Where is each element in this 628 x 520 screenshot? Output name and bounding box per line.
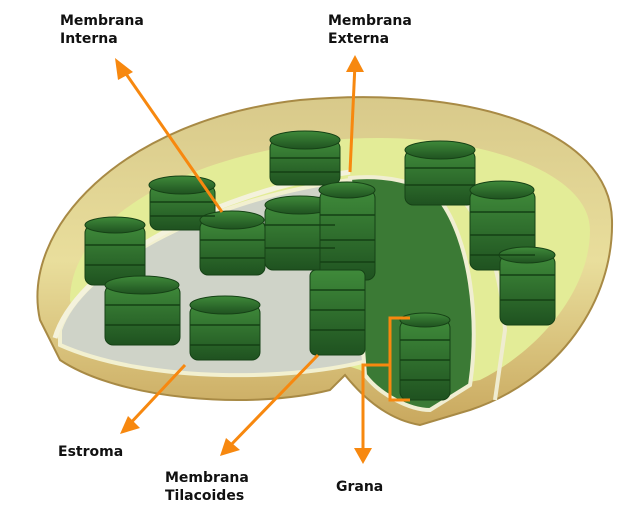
granum: [189, 295, 261, 361]
label-line: Externa: [328, 31, 390, 47]
granum: [318, 181, 376, 281]
arrow-inner-membrane: [120, 67, 224, 213]
disc-lines: [85, 157, 555, 381]
label-line: Interna: [60, 31, 118, 47]
arrow-grana: [361, 316, 410, 456]
arrows: [120, 63, 410, 456]
granum: [498, 246, 556, 326]
arrow-stroma: [124, 363, 187, 430]
granum: [399, 312, 451, 401]
arrow-thylakoid: [224, 353, 320, 452]
label-line: Membrana: [60, 13, 144, 29]
label-line: Tilacoides: [165, 488, 245, 504]
granum: [309, 269, 366, 356]
label-outer-membrane: Membrana Externa: [328, 12, 412, 48]
granum: [104, 275, 181, 346]
granum: [264, 195, 336, 271]
granum: [269, 130, 341, 186]
label-stroma: Estroma: [58, 444, 124, 460]
arrow-outer-membrane: [348, 63, 357, 173]
label-grana: Grana: [336, 479, 384, 495]
label-line: Membrana: [328, 13, 412, 29]
arrowheads: [115, 55, 372, 464]
granum: [84, 216, 146, 286]
granum: [199, 210, 266, 276]
label-inner-membrane: Membrana Interna: [60, 12, 144, 48]
label-thylakoid-membrane: Membrana Tilacoides: [165, 469, 249, 505]
granum: [404, 140, 476, 206]
label-line: Membrana: [165, 470, 249, 486]
grana-stacks: [84, 130, 556, 401]
